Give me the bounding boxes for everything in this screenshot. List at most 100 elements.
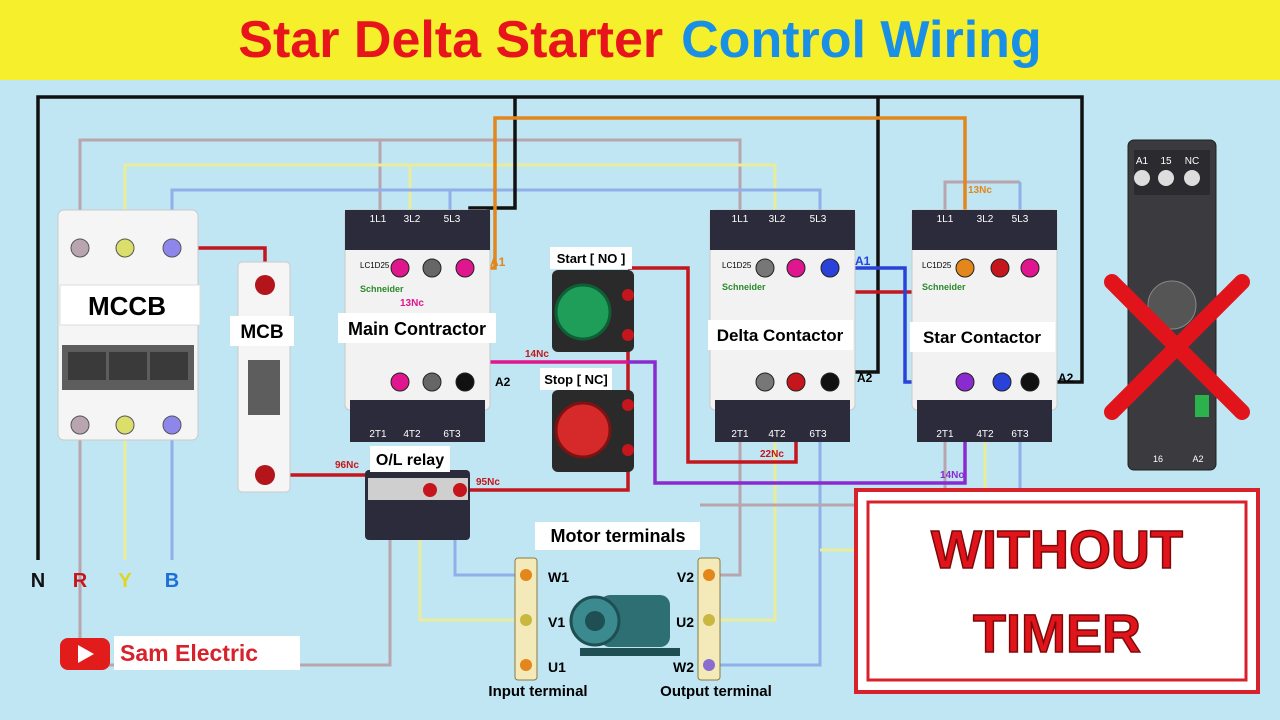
cross-line-2: [1104, 274, 1250, 420]
mccb-label: MCCB: [88, 291, 166, 321]
mccb-handle-2: [109, 352, 147, 380]
delta-term-a2: [820, 372, 840, 392]
supply-y: Y: [118, 570, 132, 592]
delta-term-22: [786, 372, 806, 392]
main-bottom-block: [350, 400, 485, 442]
mccb: MCCB: [57, 209, 201, 441]
timer-label-a2: A2: [1192, 454, 1203, 464]
delta-a1-label: A1: [855, 254, 871, 268]
star-bottom-block: [917, 400, 1052, 442]
delta-label: Delta Contactor: [717, 326, 844, 345]
main-top-2: 3L2: [404, 214, 421, 225]
main-top-1: 1L1: [370, 214, 387, 225]
cross-mark-icon: [1104, 274, 1250, 420]
wire-r-top: [78, 138, 742, 235]
timer-label-15: 15: [1160, 156, 1172, 167]
main-term-21: [422, 258, 442, 278]
star-top-block: [912, 210, 1057, 250]
start-cap: [554, 283, 612, 341]
mcb-term-top: [255, 275, 275, 295]
star-bot-3: 6T3: [1011, 429, 1029, 440]
star-term-22: [992, 372, 1012, 392]
stop-term-1: [622, 399, 634, 411]
label-14nc: 14Nc: [525, 349, 549, 360]
star-a2-label: A2: [1058, 371, 1074, 385]
motor-label: Motor terminals: [550, 526, 685, 546]
main-term-14: [390, 372, 410, 392]
supply-b: B: [165, 570, 179, 592]
neutral-bus: [36, 95, 1084, 560]
wire-w2: [712, 440, 822, 667]
brand-badge: Sam Electric: [60, 636, 300, 670]
main-label: Main Contractor: [348, 319, 486, 339]
label-u2: U2: [676, 614, 694, 630]
term-v1: [520, 614, 532, 626]
start-button: Start [ NO ]: [550, 247, 634, 352]
mccb-handle-1: [68, 352, 106, 380]
delta-bot-1: 2T1: [731, 429, 749, 440]
olr-term-95: [453, 483, 467, 497]
timer-term-15: [1158, 170, 1174, 186]
label-95nc: 95Nc: [476, 477, 500, 488]
motor-assembly: W1 V1 U1 V2 U2 W2 Motor terminals Input …: [488, 522, 772, 700]
term-v2: [703, 569, 715, 581]
wire-u2: [712, 440, 777, 622]
stop-term-2: [622, 444, 634, 456]
olr-label: O/L relay: [376, 452, 444, 469]
mcb-handle: [248, 360, 280, 415]
timer-label-nc: NC: [1185, 156, 1199, 167]
label-u1: U1: [548, 659, 566, 675]
input-terminal-label: Input terminal: [488, 683, 587, 700]
term-w1: [520, 569, 532, 581]
play-icon: [78, 645, 94, 663]
mccb-term-r-bot: [70, 415, 90, 435]
main-a1-label: A1: [490, 255, 506, 269]
stop-cap: [554, 401, 612, 459]
motor-pump-eye: [585, 611, 605, 631]
label-13nc-star: 13Nc: [968, 185, 992, 196]
start-term-1: [622, 289, 634, 301]
star-top-3: 5L3: [1012, 214, 1029, 225]
timer-label-16: 16: [1153, 454, 1163, 464]
wire-v1: [418, 540, 520, 622]
overlay-line2: TIMER: [973, 604, 1141, 664]
star-bot-1: 2T1: [936, 429, 954, 440]
overlay-line1: WITHOUT: [931, 520, 1183, 580]
main-brand: Schneider: [360, 284, 404, 294]
delta-contactor: 1L1 3L2 5L3 2T1 4T2 6T3 LC1D25 Schneider…: [708, 209, 873, 442]
delta-label-box: [708, 320, 853, 350]
term-u2: [703, 614, 715, 626]
stop-button: Stop [ NC]: [540, 368, 634, 472]
timer-led: [1195, 395, 1209, 417]
star-bot-2: 4T2: [976, 429, 994, 440]
main-term-a2: [455, 372, 475, 392]
mcb: MCB: [230, 261, 294, 493]
term-u1: [520, 659, 532, 671]
star-term-13: [955, 258, 975, 278]
label-14no: 14No: [940, 470, 964, 481]
main-bot-2: 4T2: [403, 429, 421, 440]
main-term-22: [422, 372, 442, 392]
mccb-term-r-top: [70, 238, 90, 258]
start-term-2: [622, 329, 634, 341]
timer-term-nc: [1184, 170, 1200, 186]
delta-top-3: 5L3: [810, 214, 827, 225]
delta-bot-2: 4T2: [768, 429, 786, 440]
delta-a2-label: A2: [857, 371, 873, 385]
overload-relay: O/L relay: [365, 446, 470, 540]
delta-bot-3: 6T3: [809, 429, 827, 440]
output-terminal-label: Output terminal: [660, 683, 772, 700]
main-contactor: 1L1 3L2 5L3 2T1 4T2 6T3 LC1D25 Schneider…: [338, 209, 511, 442]
star-term-14: [955, 372, 975, 392]
main-term-a1: [455, 258, 475, 278]
stop-label: Stop [ NC]: [544, 372, 608, 387]
star-term-a2: [1020, 372, 1040, 392]
label-22nc: 22Nc: [760, 449, 784, 460]
star-term-a1: [1020, 258, 1040, 278]
star-model: LC1D25: [922, 261, 952, 270]
delta-top-1: 1L1: [732, 214, 749, 225]
without-timer-overlay: WITHOUT TIMER: [854, 488, 1260, 694]
wire-w1: [453, 540, 520, 577]
main-bot-1: 2T1: [369, 429, 387, 440]
